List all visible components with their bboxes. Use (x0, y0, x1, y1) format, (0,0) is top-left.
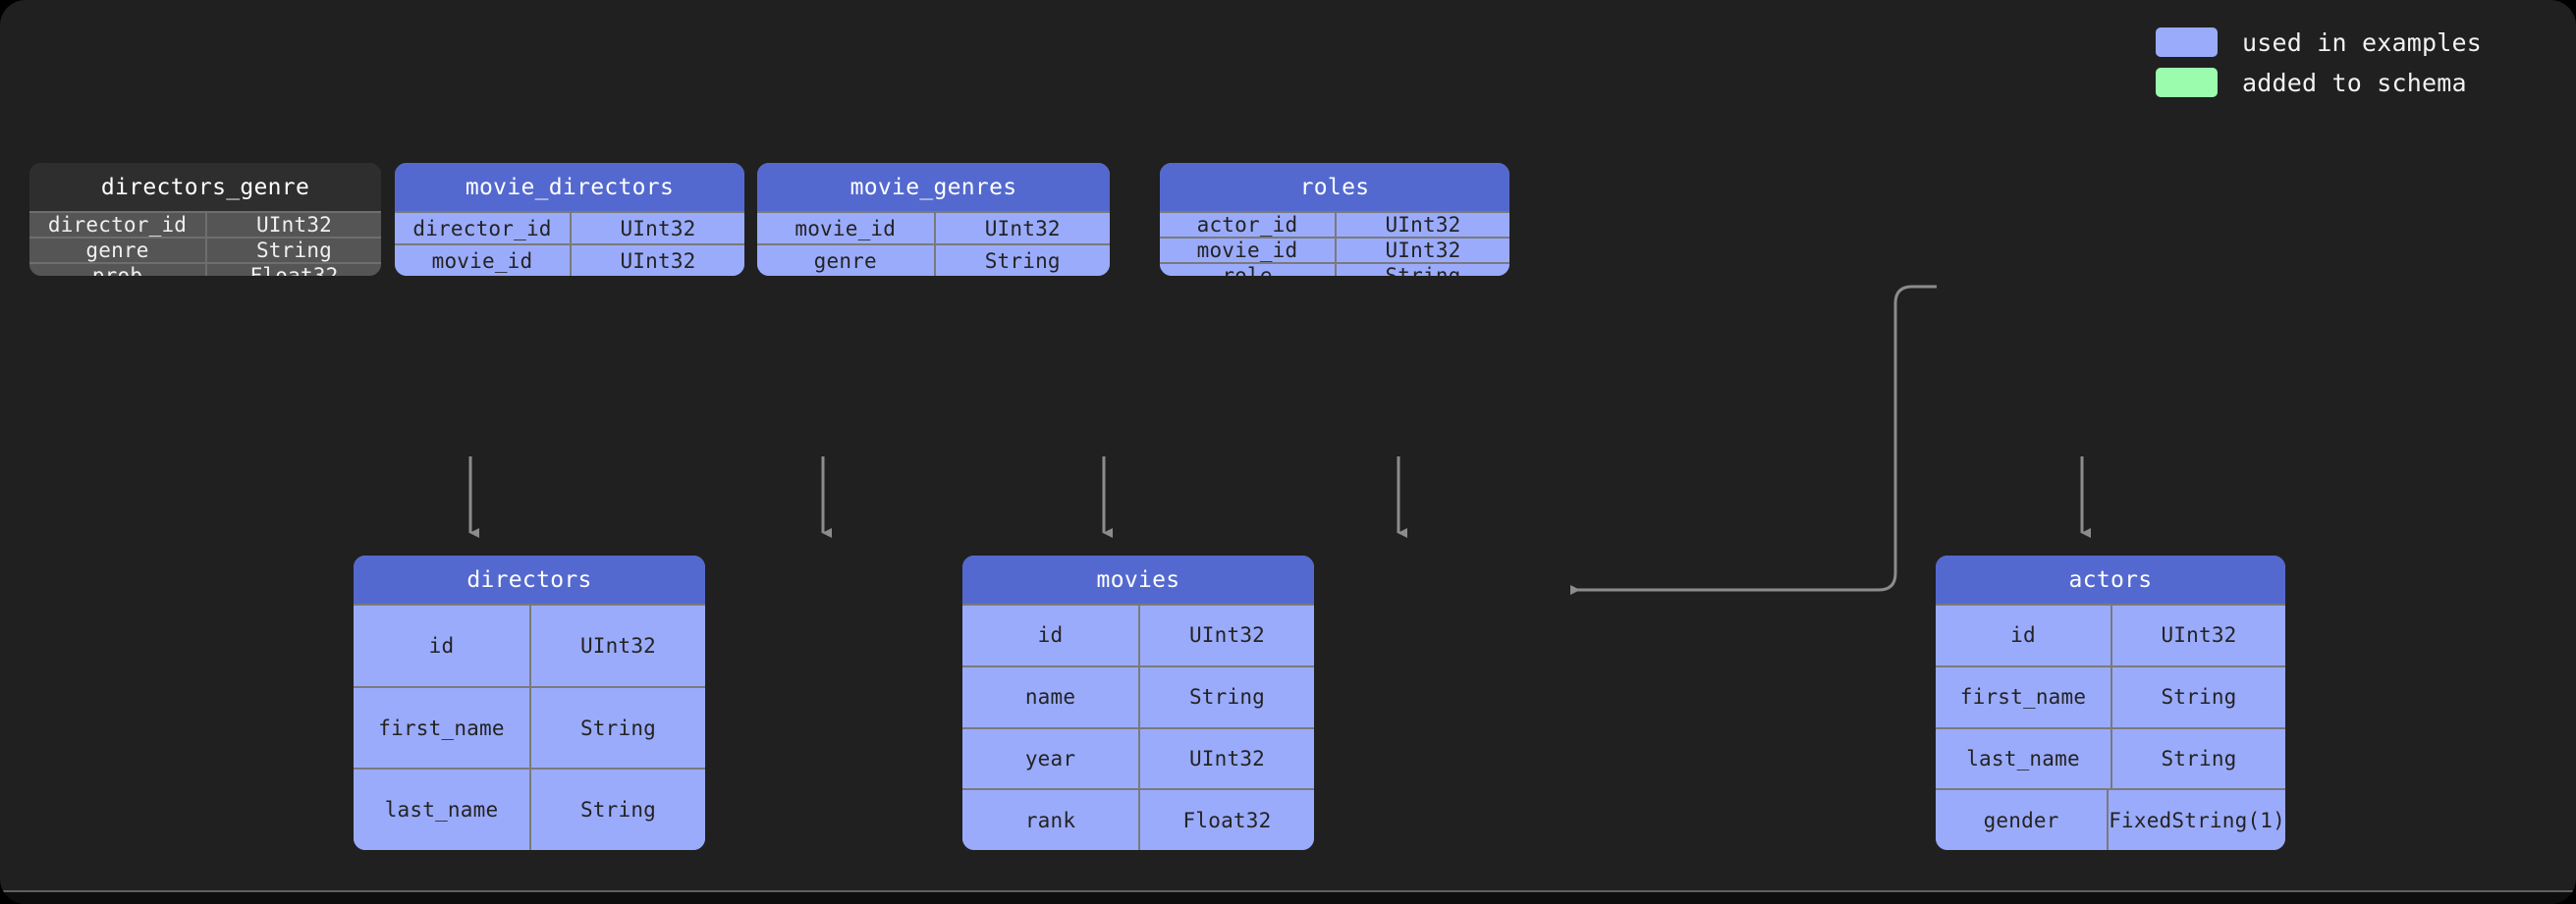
table-title-roles: roles (1160, 163, 1509, 211)
connector-roles-to-movies (1570, 285, 1937, 595)
column-type: Float32 (1138, 790, 1314, 850)
column-type: UInt32 (205, 213, 381, 237)
table-row: actor_id UInt32 (1160, 211, 1509, 237)
table-movie-genres[interactable]: movie_genres movie_id UInt32 genre Strin… (757, 163, 1110, 276)
table-rows-movies: id UInt32 name String year UInt32 rank F… (962, 604, 1314, 850)
table-row: id UInt32 (354, 604, 705, 686)
table-row: year UInt32 (962, 726, 1314, 789)
table-movies[interactable]: movies id UInt32 name String year UInt32… (962, 556, 1314, 850)
table-row: director_id UInt32 (29, 211, 381, 237)
table-title-directors: directors (354, 556, 705, 604)
table-row: director_id UInt32 (395, 211, 744, 243)
column-name: first_name (1936, 666, 2110, 727)
table-row: last_name String (1936, 726, 2285, 789)
column-type: UInt32 (1335, 213, 1509, 237)
legend-label-used-in-examples: used in examples (2241, 27, 2482, 57)
column-type: UInt32 (933, 213, 1110, 243)
table-rows-directors-genre: director_id UInt32 genre String prob Flo… (29, 211, 381, 276)
column-name: movie_id (1160, 239, 1335, 262)
column-name: movie_id (757, 213, 934, 243)
column-name: first_name (354, 687, 529, 769)
legend-swatch-green (2155, 68, 2218, 97)
table-rows-roles: actor_id UInt32 movie_id UInt32 role Str… (1160, 211, 1509, 276)
column-type: String (933, 245, 1110, 276)
table-row: id UInt32 (962, 604, 1314, 665)
table-title-actors: actors (1936, 556, 2285, 604)
column-type: UInt32 (1335, 239, 1509, 262)
column-name: gender (1936, 790, 2108, 850)
table-row: movie_id UInt32 (1160, 237, 1509, 262)
table-row: name String (962, 665, 1314, 727)
column-name: id (1936, 606, 2110, 665)
table-row: movie_id UInt32 (757, 211, 1110, 243)
table-row: gender FixedString(1) (1936, 788, 2285, 850)
table-row: genre String (757, 243, 1110, 276)
column-name: role (1160, 264, 1335, 276)
column-type: String (2110, 666, 2285, 727)
table-roles[interactable]: roles actor_id UInt32 movie_id UInt32 ro… (1160, 163, 1509, 276)
column-name: year (962, 728, 1138, 789)
table-row: role String (1160, 262, 1509, 276)
table-rows-movie-directors: director_id UInt32 movie_id UInt32 (395, 211, 744, 276)
column-type: String (1138, 666, 1314, 727)
column-name: last_name (354, 770, 529, 850)
column-name: id (962, 606, 1138, 665)
table-title-movie-genres: movie_genres (757, 163, 1110, 211)
legend-swatch-blue (2155, 27, 2218, 57)
column-type: UInt32 (1138, 606, 1314, 665)
table-rows-directors: id UInt32 first_name String last_name St… (354, 604, 705, 850)
table-row: first_name String (1936, 665, 2285, 727)
column-type: UInt32 (570, 213, 744, 243)
column-name: last_name (1936, 728, 2110, 789)
column-name: name (962, 666, 1138, 727)
column-type: String (529, 687, 705, 769)
table-row: first_name String (354, 685, 705, 769)
table-directors[interactable]: directors id UInt32 first_name String la… (354, 556, 705, 850)
column-type: FixedString(1) (2107, 790, 2285, 850)
table-actors[interactable]: actors id UInt32 first_name String last_… (1936, 556, 2285, 850)
column-name: actor_id (1160, 213, 1335, 237)
table-title-movie-directors: movie_directors (395, 163, 744, 211)
column-name: movie_id (395, 245, 570, 276)
legend: used in examples added to schema (2155, 27, 2482, 97)
table-row: movie_id UInt32 (395, 243, 744, 276)
table-row: genre String (29, 237, 381, 262)
clipped-content-strip (0, 890, 2576, 904)
column-name: director_id (395, 213, 570, 243)
column-name: director_id (29, 213, 205, 237)
column-name: rank (962, 790, 1138, 850)
column-type: UInt32 (2110, 606, 2285, 665)
column-type: UInt32 (1138, 728, 1314, 789)
table-row: prob Float32 (29, 262, 381, 276)
column-type: String (1335, 264, 1509, 276)
legend-item-added-to-schema: added to schema (2155, 68, 2482, 97)
column-type: String (205, 239, 381, 262)
table-row: last_name String (354, 768, 705, 850)
column-name: genre (757, 245, 934, 276)
table-row: id UInt32 (1936, 604, 2285, 665)
table-title-directors-genre: directors_genre (29, 163, 381, 211)
column-type: String (529, 770, 705, 850)
column-type: String (2110, 728, 2285, 789)
table-rows-actors: id UInt32 first_name String last_name St… (1936, 604, 2285, 850)
legend-item-used-in-examples: used in examples (2155, 27, 2482, 57)
column-name: id (354, 606, 529, 686)
column-type: UInt32 (529, 606, 705, 686)
table-title-movies: movies (962, 556, 1314, 604)
column-type: Float32 (205, 264, 381, 276)
column-type: UInt32 (570, 245, 744, 276)
table-rows-movie-genres: movie_id UInt32 genre String (757, 211, 1110, 276)
table-movie-directors[interactable]: movie_directors director_id UInt32 movie… (395, 163, 744, 276)
legend-label-added-to-schema: added to schema (2241, 68, 2467, 97)
column-name: prob (29, 264, 205, 276)
table-directors-genre[interactable]: directors_genre director_id UInt32 genre… (29, 163, 381, 276)
table-row: rank Float32 (962, 788, 1314, 850)
column-name: genre (29, 239, 205, 262)
